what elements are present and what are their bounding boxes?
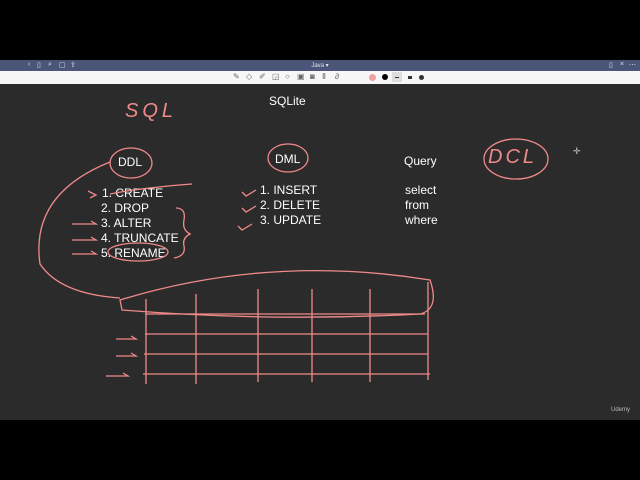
document-title[interactable]: Java ▾ [311,63,329,69]
color-black[interactable] [382,74,388,80]
ddl-circle [109,147,153,179]
dcl-circle [483,138,549,180]
handwritten-sql: SQL [125,100,178,122]
udemy-watermark: Udemy [610,407,630,413]
dml-item: 1. INSERT [260,183,318,197]
stroke-medium[interactable] [408,76,412,79]
rename-circle [107,242,169,262]
create-underline [109,183,193,195]
table-columns [145,282,429,384]
dml-item: 3. UPDATE [260,213,322,227]
ddl-item: 3. ALTER [101,216,152,230]
query-title: Query [404,154,437,168]
shapes-icon[interactable]: ◲ [272,72,280,81]
title-bar: ‹ ▯ ⌕ ▢ ⇪ Java ▾ ▯ × ⋯ [0,60,640,71]
query-item: from [405,198,429,212]
stroke-thick[interactable] [419,75,424,80]
highlighter-icon[interactable]: ✐ [259,72,266,81]
camera-icon[interactable]: ◙ [310,72,315,81]
dml-title: DML [275,152,301,166]
connector-arrow [38,161,121,299]
arrows [72,190,99,255]
brace [173,207,192,259]
cursor-icon: ✛ [573,146,581,156]
stroke-thin[interactable] [392,72,402,82]
ddl-item: 5. RENAME [101,246,166,260]
query-item: where [405,213,438,227]
lasso-icon[interactable]: ○ [285,72,290,81]
more-icon[interactable]: ⋯ [629,62,636,69]
dml-circle [267,143,309,173]
handwritten-dcl: DCL [488,146,538,168]
heading: SQLite [269,94,306,108]
note-canvas[interactable]: SQLite DDL 1. CREATE 2. DROP 3. ALTER 4.… [0,84,640,420]
table-header-ellipse [119,270,434,318]
link-icon[interactable]: ∂ [335,72,339,81]
query-item: select [405,183,437,197]
pen-icon[interactable]: ✎ [233,72,240,81]
ddl-item: 2. DROP [101,201,150,215]
ink-strokes [38,138,549,384]
dml-item: 2. DELETE [260,198,321,212]
sidebar-icon[interactable]: ▯ [37,62,41,69]
tool-bar: ✎ ◇ ✐ ◲ ○ ▣ ◙ Ⅱ ∂ [0,71,640,85]
row-arrows [106,335,139,377]
image-icon[interactable]: ▣ [297,72,305,81]
ddl-item: 1. CREATE [102,186,164,200]
search-icon[interactable]: ⌕ [48,61,52,68]
back-icon[interactable]: ‹ [28,61,31,68]
check-marks [237,189,257,231]
color-pink[interactable] [369,74,376,81]
table-rows [143,313,430,375]
ddl-title: DDL [118,155,143,169]
bookmark-icon[interactable]: ▢ [59,62,66,69]
add-page-icon[interactable]: ▯ [609,62,613,69]
ddl-item: 4. TRUNCATE [101,231,179,245]
eraser-icon[interactable]: ◇ [246,72,253,81]
close-icon[interactable]: × [620,61,625,68]
share-icon[interactable]: ⇪ [70,62,76,69]
text-icon[interactable]: Ⅱ [322,72,326,81]
